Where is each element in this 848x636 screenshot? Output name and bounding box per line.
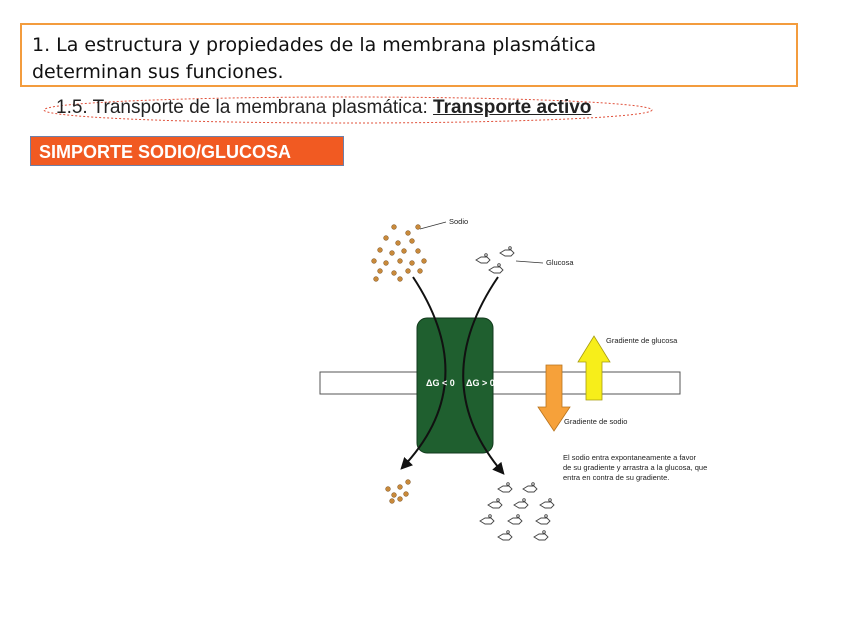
title-line-2: determinan sus funciones. — [32, 61, 284, 83]
glucose-molecules-outside — [475, 246, 515, 274]
glucose-gradient-label: Gradiente de glucosa — [606, 336, 678, 345]
title-line-1: 1. La estructura y propiedades de la mem… — [32, 34, 597, 56]
subtitle-highlight-ellipse — [43, 96, 653, 124]
title-box: 1. La estructura y propiedades de la mem… — [20, 23, 798, 87]
sodium-label: Sodio — [449, 217, 468, 226]
glucose-label: Glucosa — [546, 258, 574, 267]
sodium-ions-inside — [385, 479, 411, 504]
subtitle-prefix: 1.5. Transporte de la membrana plasmátic… — [56, 97, 434, 118]
section-badge: SIMPORTE SODIO/GLUCOSA — [30, 136, 344, 166]
note-line-2: de su gradiente y arrastra a la glucosa,… — [563, 463, 707, 472]
glucose-molecules-inside — [479, 482, 555, 541]
dg-positive-label: ΔG > 0 — [466, 378, 495, 388]
note-line-1: El sodio entra expontaneamente a favor — [563, 453, 697, 462]
sodium-gradient-arrow — [537, 364, 571, 432]
symport-diagram: ΔG < 0 ΔG > 0 Sodio Glucosa — [319, 217, 707, 541]
sodium-path-arrow — [400, 276, 447, 470]
dg-negative-label: ΔG < 0 — [426, 378, 455, 388]
note-line-3: entra en contra de su gradiente. — [563, 473, 669, 482]
subtitle: 1.5. Transporte de la membrana plasmátic… — [56, 97, 591, 119]
glucose-path-arrow — [462, 276, 505, 475]
membrane — [319, 371, 681, 395]
glucose-gradient-arrow — [577, 335, 611, 401]
sodium-gradient-label: Gradiente de sodio — [564, 417, 627, 426]
page-title: 1. La estructura y propiedades de la mem… — [32, 32, 792, 86]
sodium-ions-outside — [371, 224, 427, 282]
subtitle-highlight: Transporte activo — [433, 97, 592, 118]
